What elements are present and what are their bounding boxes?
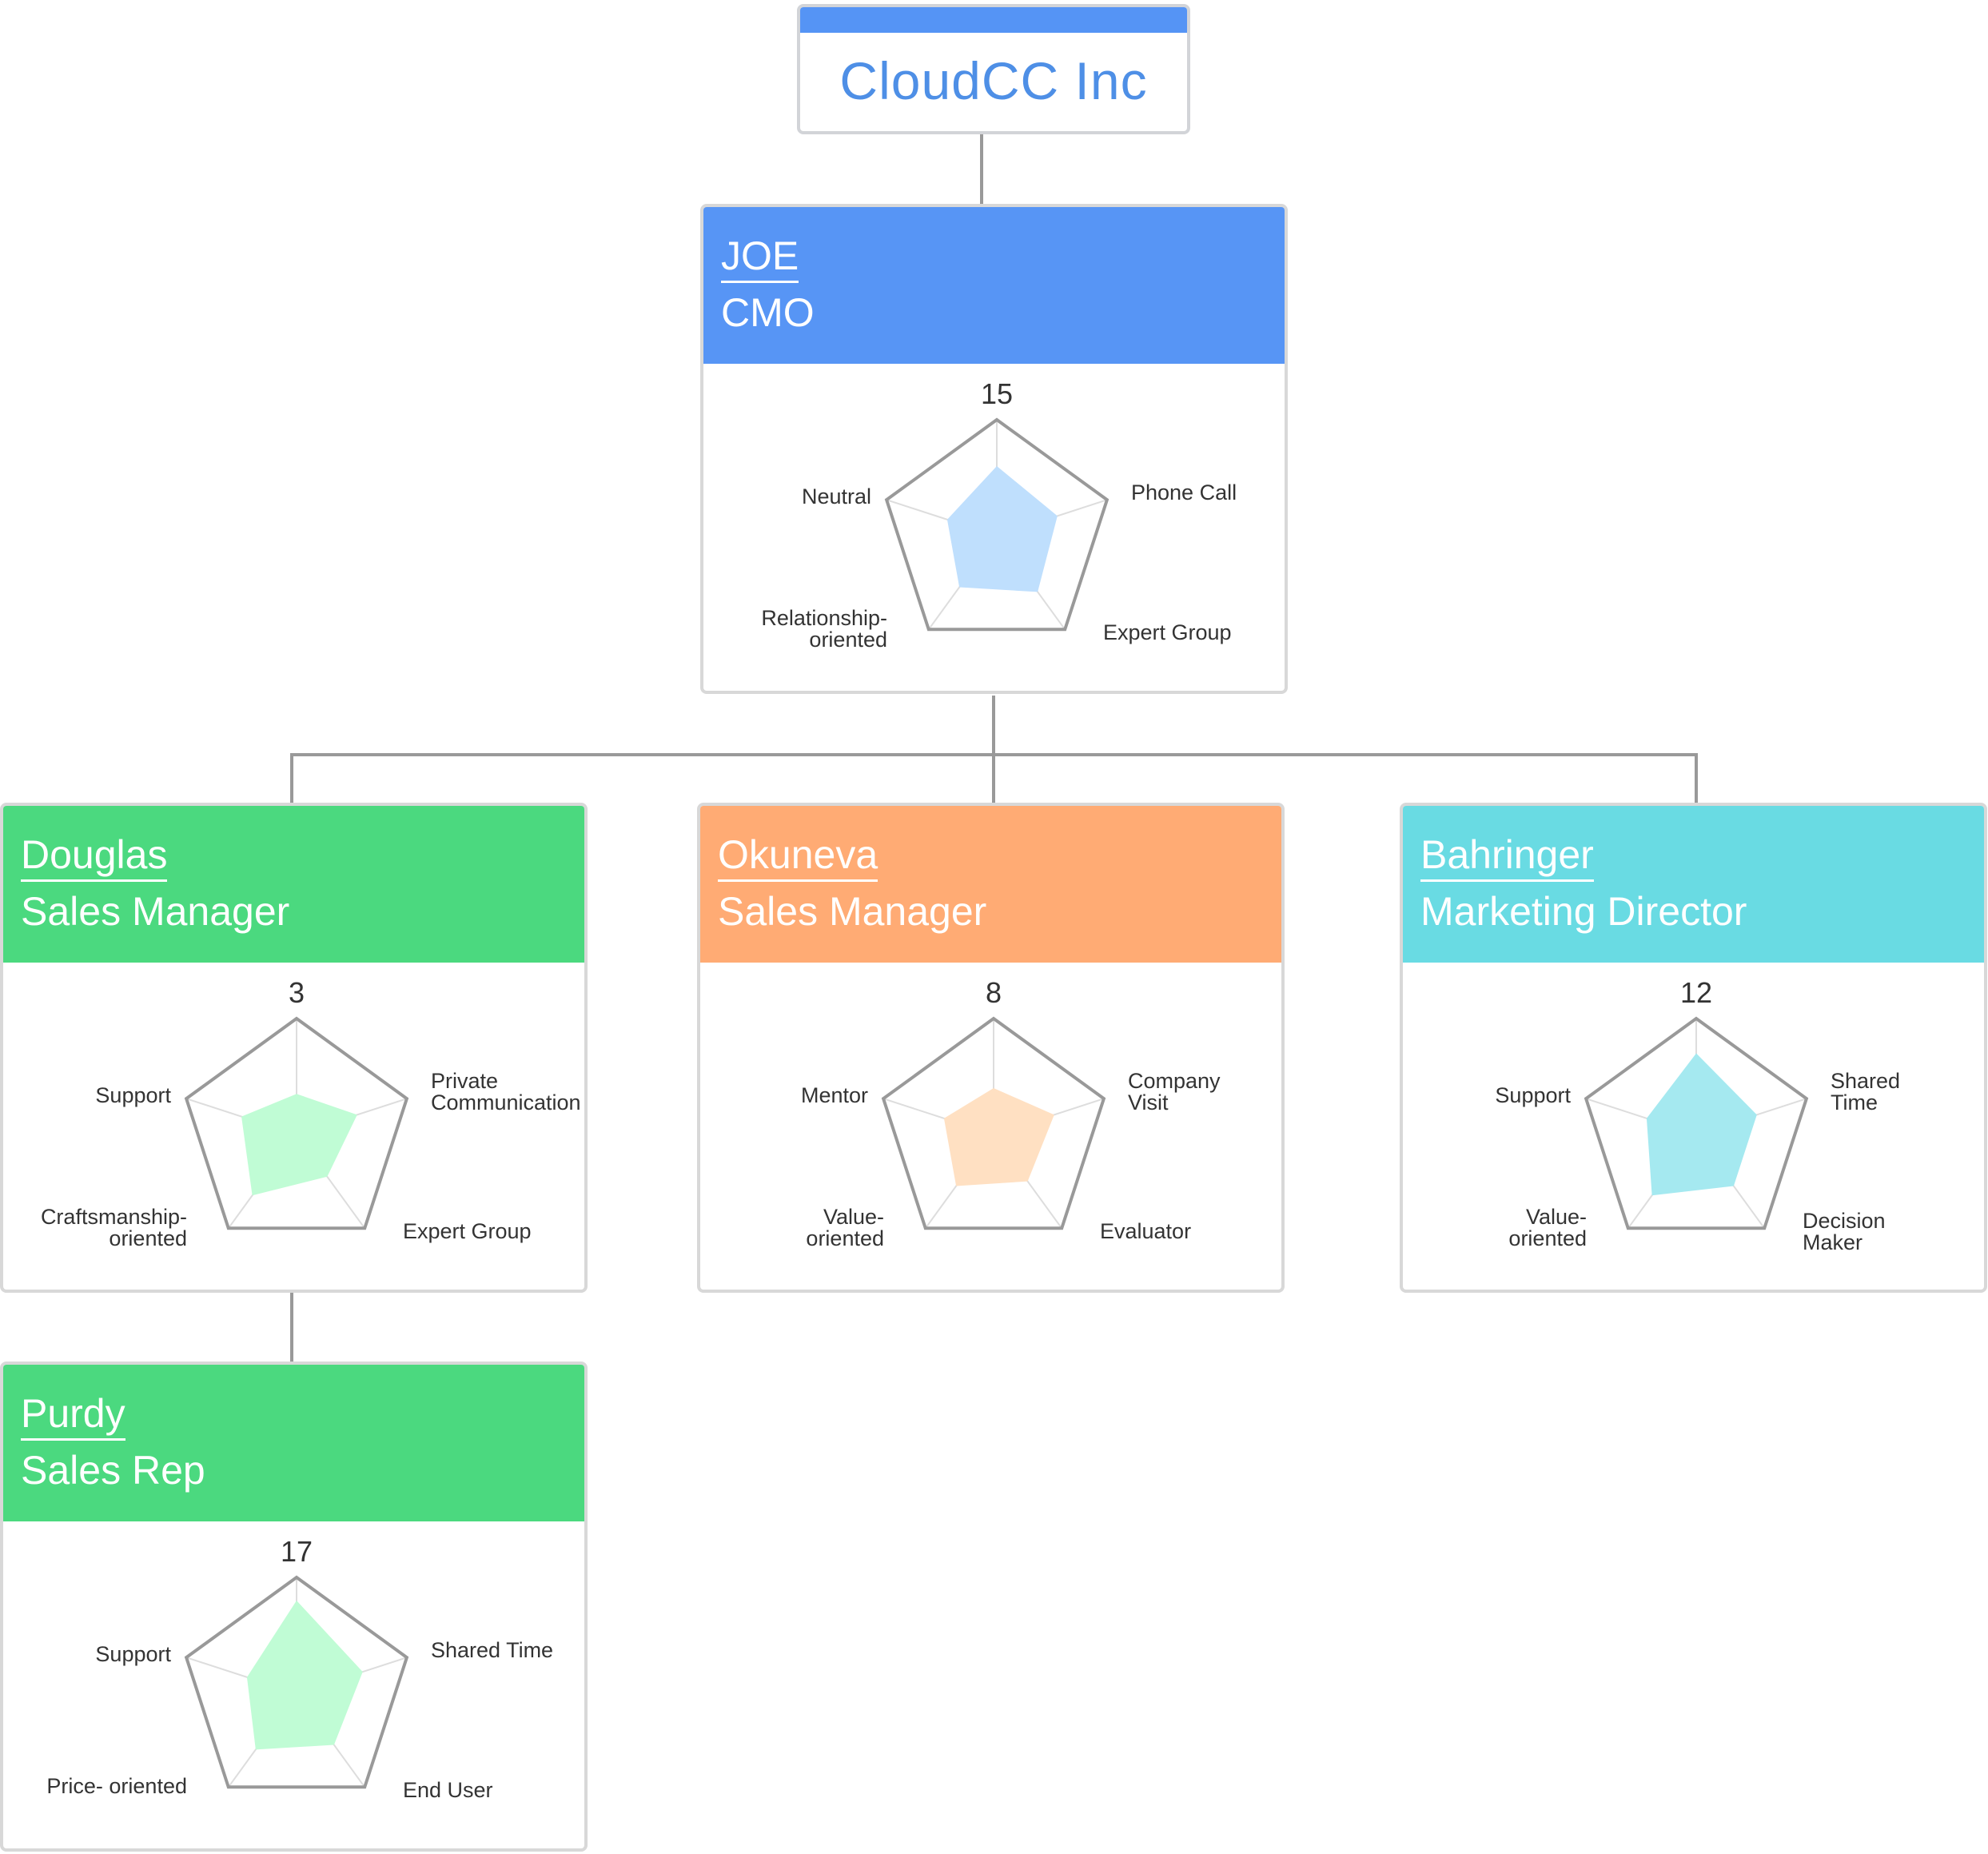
- radar-axis-label: Phone Call: [1131, 480, 1237, 504]
- radar-axis-label: Value-oriented: [1508, 1205, 1587, 1250]
- contact-role: Marketing Director: [1420, 889, 1747, 934]
- radar-fill-area: [946, 466, 1058, 592]
- radar-axis-label: Expert Group: [1103, 620, 1232, 644]
- radar-axis-label: Mentor: [801, 1083, 868, 1107]
- contact-role: Sales Rep: [21, 1448, 205, 1493]
- radar-axis-label: Price- oriented: [46, 1774, 187, 1798]
- radar-outline: [184, 1016, 409, 1230]
- radar-axis-label: Support: [95, 1642, 171, 1666]
- contact-name-link[interactable]: Okuneva: [718, 830, 878, 882]
- radar-score: 8: [986, 976, 1002, 1009]
- radar-fill-area: [246, 1601, 363, 1750]
- card-header: Douglas Sales Manager: [3, 806, 584, 963]
- radar-outline: [881, 1016, 1106, 1230]
- card-header: JOE CMO: [703, 207, 1285, 364]
- radar-axis-label: Relationship-oriented: [761, 606, 887, 652]
- connector-branch-bar: [290, 753, 1698, 803]
- contact-role: Sales Manager: [718, 889, 987, 934]
- card-header: Okuneva Sales Manager: [700, 806, 1281, 963]
- radar-axis-label: Support: [95, 1083, 171, 1107]
- radar-score: 12: [1680, 976, 1712, 1009]
- card-header: Bahringer Marketing Director: [1403, 806, 1984, 963]
- company-name: CloudCC Inc: [839, 51, 1148, 110]
- radar-axis-label: Evaluator: [1100, 1219, 1191, 1243]
- radar-score: 15: [981, 377, 1013, 410]
- radar-axis-label: Support: [1495, 1083, 1571, 1107]
- card-header: Purdy Sales Rep: [3, 1365, 584, 1521]
- company-header-bar: [800, 7, 1187, 33]
- radar-axis-label: Expert Group: [403, 1219, 532, 1243]
- radar-axis-label: Value-oriented: [806, 1205, 884, 1250]
- radar-score: 17: [281, 1535, 313, 1568]
- radar-axis-label: End User: [403, 1778, 493, 1802]
- company-node[interactable]: CloudCC Inc: [797, 4, 1190, 134]
- radar-score: 3: [289, 976, 305, 1009]
- radar-fill-area: [241, 1094, 357, 1196]
- radar-fill-area: [943, 1088, 1054, 1186]
- radar-outline: [884, 417, 1110, 632]
- radar-axis-label: Shared Time: [431, 1638, 553, 1662]
- radar-axis-label: Neutral: [802, 484, 871, 508]
- contact-name-link[interactable]: Purdy: [21, 1389, 125, 1441]
- radar-axis-label: Craftsmanship-oriented: [41, 1205, 187, 1250]
- radar-fill-area: [1646, 1053, 1757, 1196]
- contact-role: CMO: [721, 290, 815, 335]
- contact-name-link[interactable]: Bahringer: [1420, 830, 1594, 882]
- radar-outline: [1584, 1016, 1809, 1230]
- contact-role: Sales Manager: [21, 889, 290, 934]
- contact-name-link[interactable]: Douglas: [21, 830, 168, 882]
- radar-outline: [184, 1575, 409, 1789]
- contact-name-link[interactable]: JOE: [721, 231, 799, 283]
